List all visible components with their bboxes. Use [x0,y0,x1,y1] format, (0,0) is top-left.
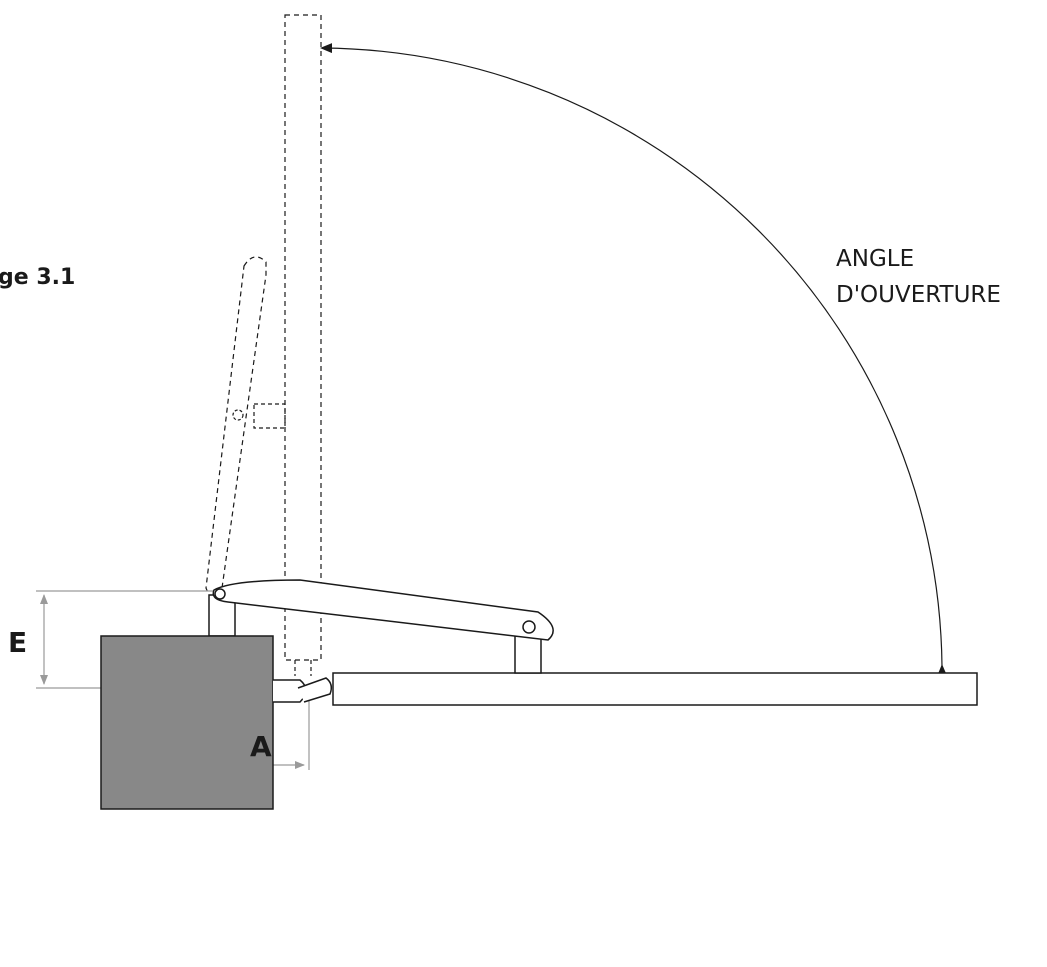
angle-label-line1: ANGLE [836,246,914,272]
motor-housing [100,635,274,810]
hinge-pin [297,677,333,703]
gate-bracket [514,635,542,674]
open-gate-hinge-dashed [294,660,312,676]
open-arm-dashed [205,256,267,598]
opening-angle-arc [320,43,948,677]
figure-label: ge 3.1 [0,265,75,290]
open-bracket-dashed [253,403,286,429]
gate-leaf [332,672,978,706]
angle-label-line2: D'OUVERTURE [836,282,1001,308]
open-arm-pivot-dashed [232,409,244,421]
dimension-e-label: E [8,626,27,659]
arm-pivot-gate [522,620,536,634]
opener-arm [212,579,554,641]
dimension-a-label: A [250,730,272,763]
open-gate-leaf-dashed [284,14,322,661]
arm-pivot-motor [214,588,226,600]
